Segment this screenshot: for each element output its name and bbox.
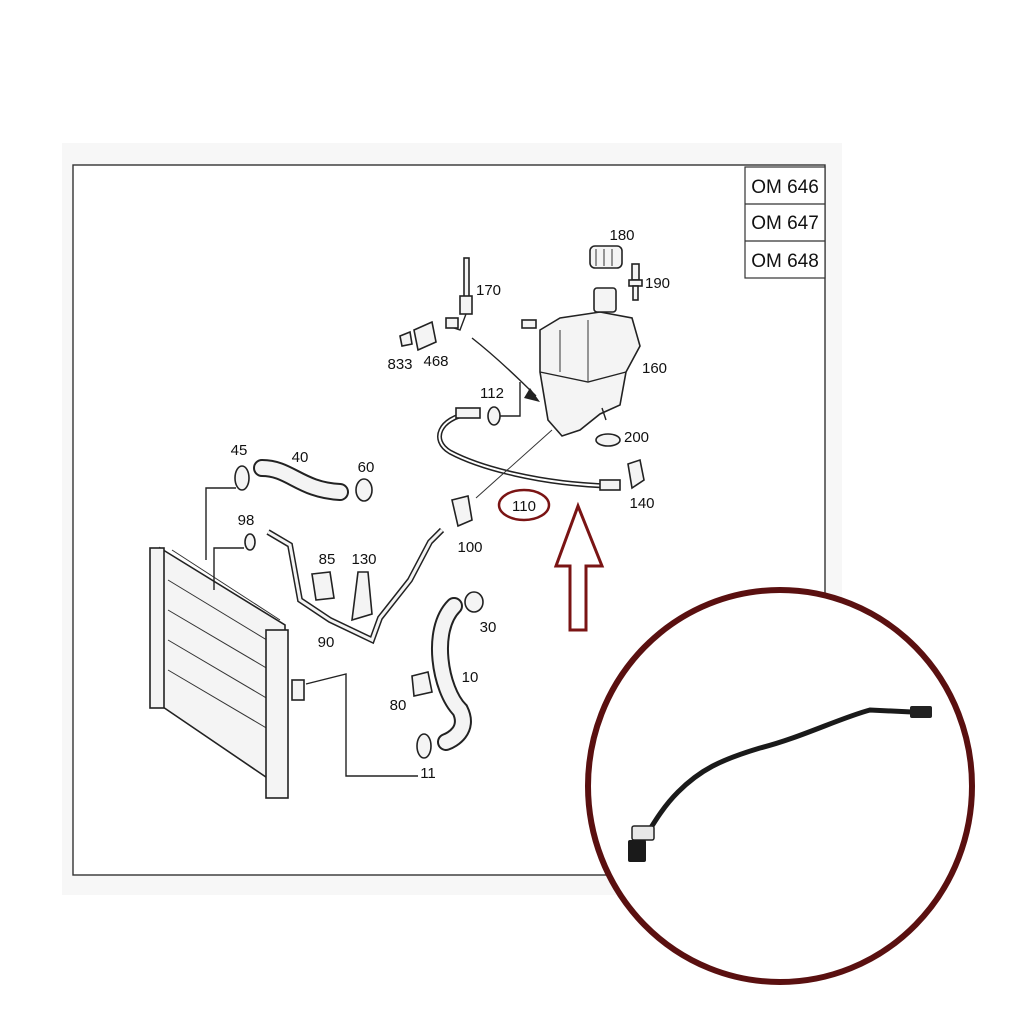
callout-100: 100 <box>457 539 482 556</box>
part-180-cap <box>589 245 623 269</box>
callout-190: 190 <box>645 275 670 292</box>
part-110-bleed-hose <box>437 407 621 491</box>
callout-60: 60 <box>358 459 375 476</box>
leader-11 <box>305 673 418 777</box>
callout-110: 110 <box>512 498 536 515</box>
callout-130: 130 <box>351 551 376 568</box>
callout-45: 45 <box>231 442 248 459</box>
callout-200: 200 <box>624 429 649 446</box>
hose-photo <box>639 707 915 845</box>
callout-80: 80 <box>390 697 407 714</box>
callout-30: 30 <box>480 619 497 636</box>
part-140-bracket <box>627 458 645 490</box>
connector-arrow-head <box>524 388 540 402</box>
callout-160: 160 <box>642 360 667 377</box>
part-80-bracket <box>411 671 433 697</box>
highlight-arrow <box>553 501 605 632</box>
part-190-screw <box>628 263 643 301</box>
callout-labels: 180 190 170 833 468 160 112 200 140 110 … <box>231 227 670 782</box>
leader-112 <box>500 382 521 417</box>
part-98-seal <box>244 533 256 551</box>
part-130-bracket <box>351 571 373 622</box>
callout-90: 90 <box>318 634 335 651</box>
photo-ring <box>585 587 975 985</box>
engine-code-1: OM 646 <box>751 177 819 198</box>
part-11-seal <box>416 733 432 759</box>
engine-code-2: OM 647 <box>751 213 819 234</box>
engine-code-3: OM 648 <box>751 251 819 272</box>
part-40-hose <box>253 459 349 501</box>
callout-180: 180 <box>609 227 634 244</box>
highlight-circle-110 <box>497 488 551 522</box>
callout-833: 833 <box>387 356 412 373</box>
part-85-bracket <box>311 571 335 601</box>
part-10-hose <box>430 597 472 751</box>
part-112-clamp <box>487 406 501 426</box>
callout-85: 85 <box>319 551 336 568</box>
part-45-seal <box>234 465 250 491</box>
callout-170: 170 <box>476 282 501 299</box>
callout-10: 10 <box>462 669 479 686</box>
part-100-clip <box>451 495 473 528</box>
product-photo <box>585 587 975 985</box>
leader-45 <box>205 487 236 560</box>
callout-11: 11 <box>420 765 436 782</box>
part-60-clamp <box>355 478 373 502</box>
part-468-connector <box>399 320 437 352</box>
part-30-clamp <box>464 591 484 613</box>
part-90-pipe <box>266 527 445 645</box>
callout-112: 112 <box>480 385 504 402</box>
hose-end-fitting <box>628 840 646 862</box>
leader-98 <box>213 547 244 590</box>
part-160-expansion-tank <box>521 287 641 437</box>
hose-end-connector <box>910 706 932 718</box>
connector-arrow-line <box>471 337 537 397</box>
engine-code-table: OM 646 OM 647 OM 648 <box>744 166 826 279</box>
radiator <box>149 546 305 799</box>
callout-98: 98 <box>238 512 255 529</box>
callout-468: 468 <box>423 353 448 370</box>
hose-end-clip <box>631 825 655 841</box>
part-170-sensor <box>445 257 473 331</box>
leader-100 <box>475 429 553 499</box>
part-200-plug <box>595 433 621 447</box>
callout-140: 140 <box>629 495 654 512</box>
callout-40: 40 <box>292 449 309 466</box>
